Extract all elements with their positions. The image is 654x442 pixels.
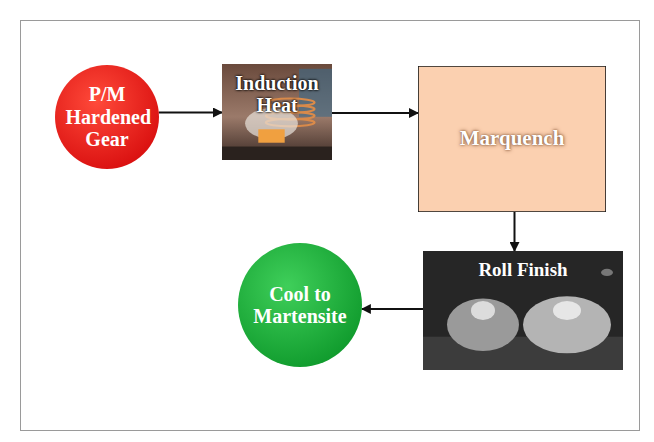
node-label: Cool to Martensite — [251, 283, 350, 328]
box-fill — [418, 66, 606, 212]
end-circle: Cool to Martensite — [238, 243, 362, 367]
node-label: P/M Hardened Gear — [66, 83, 149, 150]
flow-arrow — [514, 212, 516, 251]
photo-ground — [423, 251, 623, 370]
node-label: Induction Heat — [228, 72, 326, 117]
flow-arrow — [332, 112, 418, 114]
circle-fill — [55, 65, 159, 169]
photo-base — [222, 147, 332, 160]
photo-box: Induction Heat — [222, 64, 332, 160]
flow-arrow — [159, 112, 222, 114]
roll-die — [447, 299, 519, 351]
roll-hub — [553, 301, 581, 320]
roll-die — [523, 296, 611, 353]
frame-border — [21, 21, 640, 431]
bolt — [601, 269, 613, 276]
hot-gear — [258, 129, 284, 142]
flow-arrow — [362, 308, 423, 310]
roll-hub — [471, 301, 495, 320]
start-circle: P/M Hardened Gear — [55, 65, 159, 169]
node-label: Roll Finish — [478, 259, 567, 280]
photo-box: Roll Finish — [423, 251, 623, 370]
node-label: Marquench — [460, 127, 565, 151]
circle-fill — [238, 243, 362, 367]
process-box: Marquench — [418, 66, 606, 212]
photo-ground — [222, 64, 332, 160]
